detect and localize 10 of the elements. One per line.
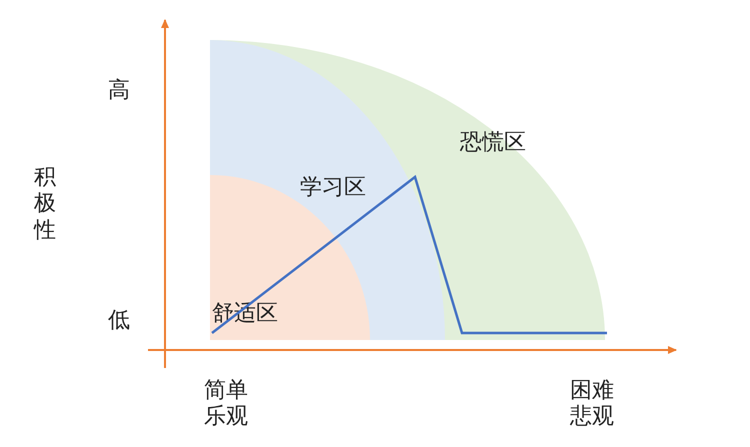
comfort-zone (210, 175, 370, 340)
panic-zone (210, 40, 605, 340)
axis-label: 低 (108, 308, 131, 334)
axis-label: 简单乐观 (204, 378, 249, 431)
axis-title: 积极性 (34, 165, 57, 244)
axis-label: 高 (108, 78, 131, 104)
zone-label: 学习区 (300, 177, 366, 199)
learning-zone (210, 40, 445, 340)
axis-label: 困难悲观 (570, 378, 615, 431)
zone-label: 恐慌区 (460, 132, 526, 154)
